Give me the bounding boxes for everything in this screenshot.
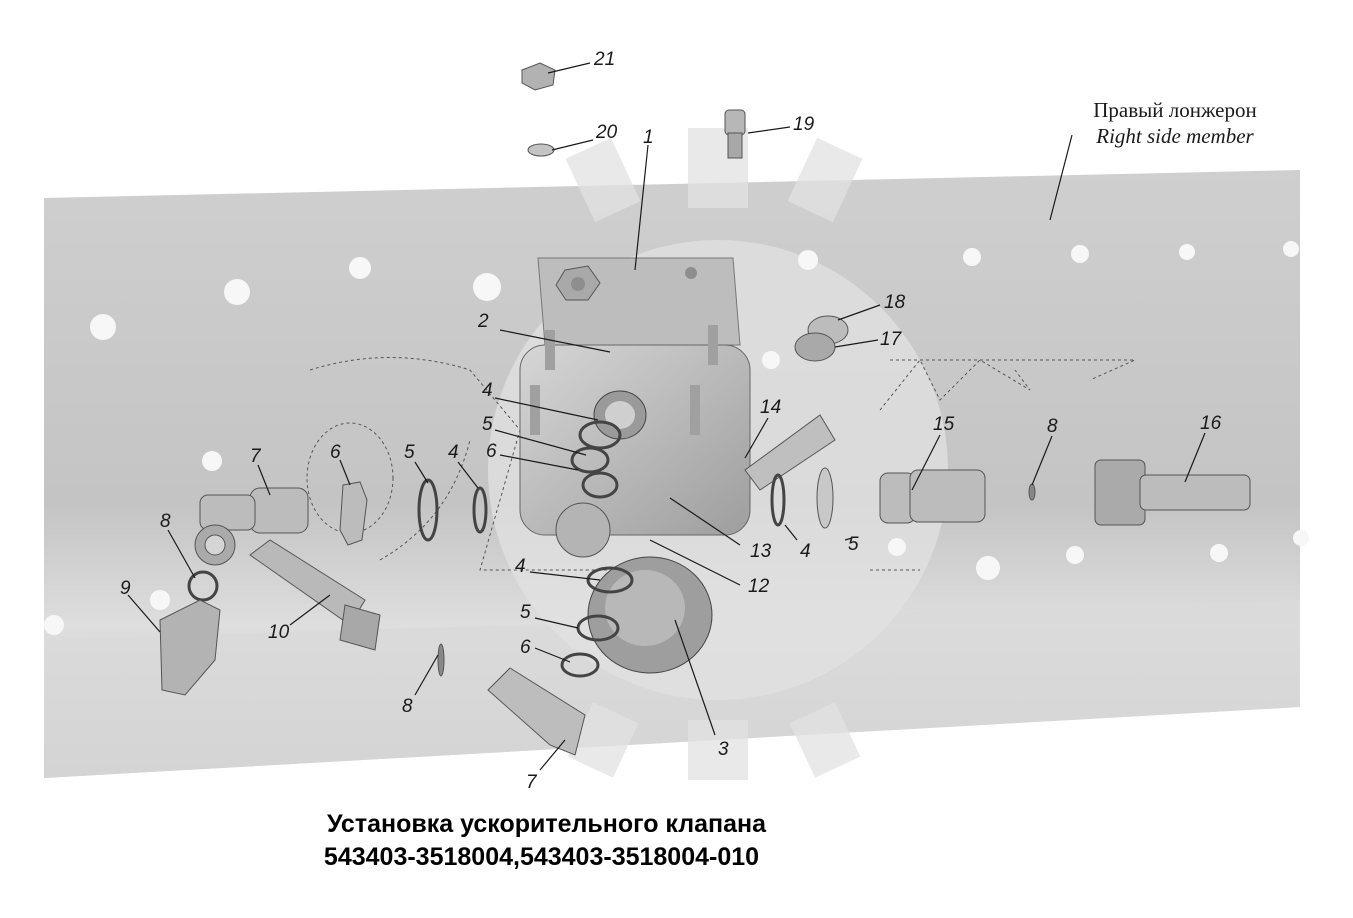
callout-8-lower: 8	[402, 696, 413, 717]
callout-5-lower: 5	[520, 602, 531, 623]
callout-5-left: 5	[404, 442, 415, 463]
callout-labels: 21 20 19 1 2 18 17 4 5 6 14 7 6 5 4 15 8…	[120, 49, 1222, 793]
side-member-label-ru: Правый лонжерон	[1093, 98, 1257, 122]
callout-7-left: 7	[250, 446, 262, 467]
callout-6-lower: 6	[520, 637, 531, 658]
callout-5-upper: 5	[482, 414, 493, 435]
valve-body	[519, 325, 751, 536]
callout-15: 15	[933, 414, 955, 435]
callout-2: 2	[477, 311, 489, 332]
callout-19: 19	[793, 114, 815, 135]
dashed-contours	[306, 357, 1136, 571]
fittings	[159, 62, 1251, 756]
callout-13: 13	[750, 541, 772, 562]
callout-4-right: 4	[800, 541, 811, 562]
callout-3: 3	[718, 739, 729, 760]
callout-4-upper: 4	[482, 380, 493, 401]
leader-lines	[127, 62, 1206, 771]
callout-21: 21	[593, 49, 615, 70]
frame-holes	[44, 241, 1309, 635]
callout-9: 9	[120, 578, 131, 599]
callout-12: 12	[748, 576, 770, 597]
callout-6-upper: 6	[486, 441, 497, 462]
callout-4-lower: 4	[515, 556, 526, 577]
diagram-title: Установка ускорительного клапана	[326, 810, 767, 838]
callout-7-lower: 7	[526, 772, 538, 793]
callout-10: 10	[268, 622, 290, 643]
callout-8-left: 8	[160, 511, 171, 532]
callout-1: 1	[643, 127, 654, 148]
callout-14: 14	[760, 397, 781, 418]
callout-16: 16	[1200, 413, 1222, 434]
valve-chamber	[587, 556, 713, 674]
callout-8-right: 8	[1047, 416, 1058, 437]
callout-17: 17	[880, 329, 903, 350]
callout-5-right: 5	[848, 534, 859, 555]
side-member-label-en: Right side member	[1096, 124, 1254, 148]
callout-18: 18	[884, 292, 906, 313]
diagram-part-numbers: 543403-3518004,543403-3518004-010	[323, 843, 760, 871]
callout-4-left: 4	[448, 442, 459, 463]
callout-20: 20	[595, 122, 618, 143]
valve-bracket	[537, 257, 741, 346]
callout-6-left: 6	[330, 442, 341, 463]
